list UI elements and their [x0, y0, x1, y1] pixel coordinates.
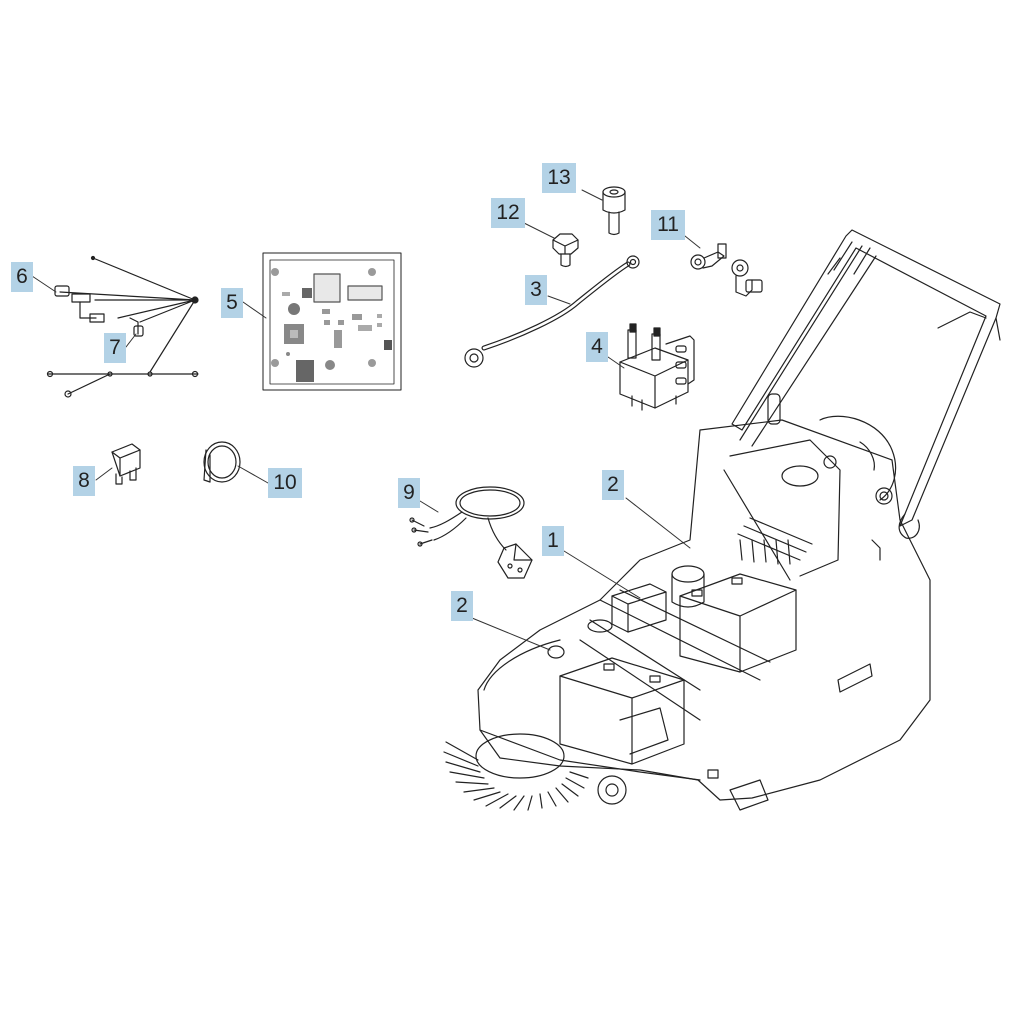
callout-8: 8 — [73, 466, 95, 496]
callout-9: 9 — [398, 478, 420, 508]
callout-2-rear: 2 — [602, 470, 624, 500]
hex-bolt-part — [552, 233, 579, 268]
callout-5: 5 — [221, 288, 243, 318]
wiring-harness-part — [46, 255, 199, 398]
relay-solenoid-part — [619, 323, 695, 411]
callout-4: 4 — [586, 332, 608, 362]
leader-lines — [31, 189, 701, 651]
callout-2-front: 2 — [451, 591, 473, 621]
cap-screw-part — [602, 186, 626, 236]
blade-fuse-part — [111, 443, 141, 485]
battery-terminal-part — [690, 243, 763, 297]
callout-6: 6 — [11, 262, 33, 292]
circuit-board-part — [262, 252, 402, 391]
callout-3: 3 — [525, 275, 547, 305]
battery-cable-part — [464, 255, 640, 368]
callout-7: 7 — [104, 333, 126, 363]
callout-13: 13 — [542, 163, 576, 193]
callout-12: 12 — [491, 198, 525, 228]
callout-11: 11 — [651, 210, 685, 240]
cable-tie-part — [203, 441, 241, 483]
callout-1: 1 — [542, 526, 564, 556]
callout-10: 10 — [268, 468, 302, 498]
sweeper-machine — [443, 229, 1001, 811]
power-cord-part — [409, 486, 533, 579]
